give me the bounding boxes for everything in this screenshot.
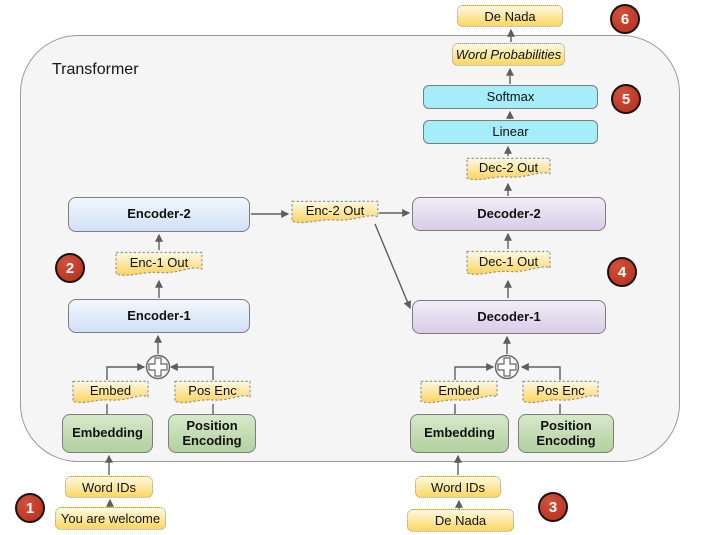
enc1-out-label: Enc-1 Out xyxy=(129,255,189,270)
decoder-2-label: Decoder-2 xyxy=(477,205,541,221)
step-badge-4: 4 xyxy=(607,257,637,287)
word-ids-label-decoder: Word IDs xyxy=(415,476,501,498)
final-output-label: De Nada xyxy=(457,5,563,27)
step-badge-3: 3 xyxy=(538,492,568,522)
dec1-out-label: Dec-1 Out xyxy=(478,254,539,269)
softmax-box: Softmax xyxy=(423,85,598,109)
plus-icon xyxy=(497,357,517,377)
decoder-2-box: Decoder-2 xyxy=(412,197,606,231)
embedding-box-decoder: Embedding xyxy=(410,414,509,453)
embed-label: Embed xyxy=(89,383,132,398)
embed-label: Embed xyxy=(438,383,480,398)
pos-enc-label: Pos Enc xyxy=(188,383,237,398)
edge-posenc-to-plus-right xyxy=(520,363,561,380)
embedding-label: Embedding xyxy=(72,425,143,441)
decoder-input-label: De Nada xyxy=(407,509,514,532)
position-encoding-label: Position Encoding xyxy=(536,417,596,448)
embed-tape-encoder: Embed xyxy=(72,380,149,406)
pos-enc-tape-encoder: Pos Enc xyxy=(174,380,251,406)
encoder-1-label: Encoder-1 xyxy=(127,307,191,323)
pos-enc-tape-decoder: Pos Enc xyxy=(522,380,599,406)
edge-enc2out-to-decoder1 xyxy=(374,223,412,310)
dec2-out-label: Dec-2 Out xyxy=(478,160,539,175)
plus-icon xyxy=(148,357,168,377)
add-junction-decoder xyxy=(494,354,520,380)
step-badge-1: 1 xyxy=(15,493,45,523)
linear-label: Linear xyxy=(492,123,529,139)
edge-embed-to-plus-right xyxy=(454,363,495,380)
edge-embed-to-plus-left xyxy=(106,363,146,380)
dec2-out-tape: Dec-2 Out xyxy=(466,157,551,183)
softmax-label: Softmax xyxy=(486,88,535,104)
enc2-out-tape: Enc-2 Out xyxy=(291,200,379,226)
embedding-box-encoder: Embedding xyxy=(62,414,153,453)
enc2-out-label: Enc-2 Out xyxy=(305,203,365,218)
encoder-input-label: You are welcome xyxy=(55,507,166,530)
edge-posenc-to-plus-left xyxy=(169,363,214,380)
position-encoding-box-encoder: Position Encoding xyxy=(168,414,256,453)
encoder-1-box: Encoder-1 xyxy=(68,299,250,333)
position-encoding-label: Position Encoding xyxy=(182,417,242,448)
decoder-1-box: Decoder-1 xyxy=(412,300,606,334)
dec1-out-tape: Dec-1 Out xyxy=(466,250,551,278)
word-ids-label-encoder: Word IDs xyxy=(65,476,153,498)
step-badge-5: 5 xyxy=(611,84,641,114)
linear-box: Linear xyxy=(423,120,598,144)
step-badge-2: 2 xyxy=(55,253,85,283)
add-junction-encoder xyxy=(145,354,171,380)
position-encoding-box-decoder: Position Encoding xyxy=(518,414,614,453)
diagram-title: Transformer xyxy=(52,61,139,78)
embed-tape-decoder: Embed xyxy=(420,380,498,406)
enc1-out-tape: Enc-1 Out xyxy=(115,251,203,279)
embedding-label: Embedding xyxy=(424,425,495,441)
word-probabilities-label: Word Probabilities xyxy=(452,43,565,66)
pos-enc-label: Pos Enc xyxy=(536,383,585,398)
encoder-2-label: Encoder-2 xyxy=(127,206,191,222)
encoder-2-box: Encoder-2 xyxy=(68,197,250,232)
step-badge-6: 6 xyxy=(610,4,640,34)
decoder-1-label: Decoder-1 xyxy=(477,308,541,324)
